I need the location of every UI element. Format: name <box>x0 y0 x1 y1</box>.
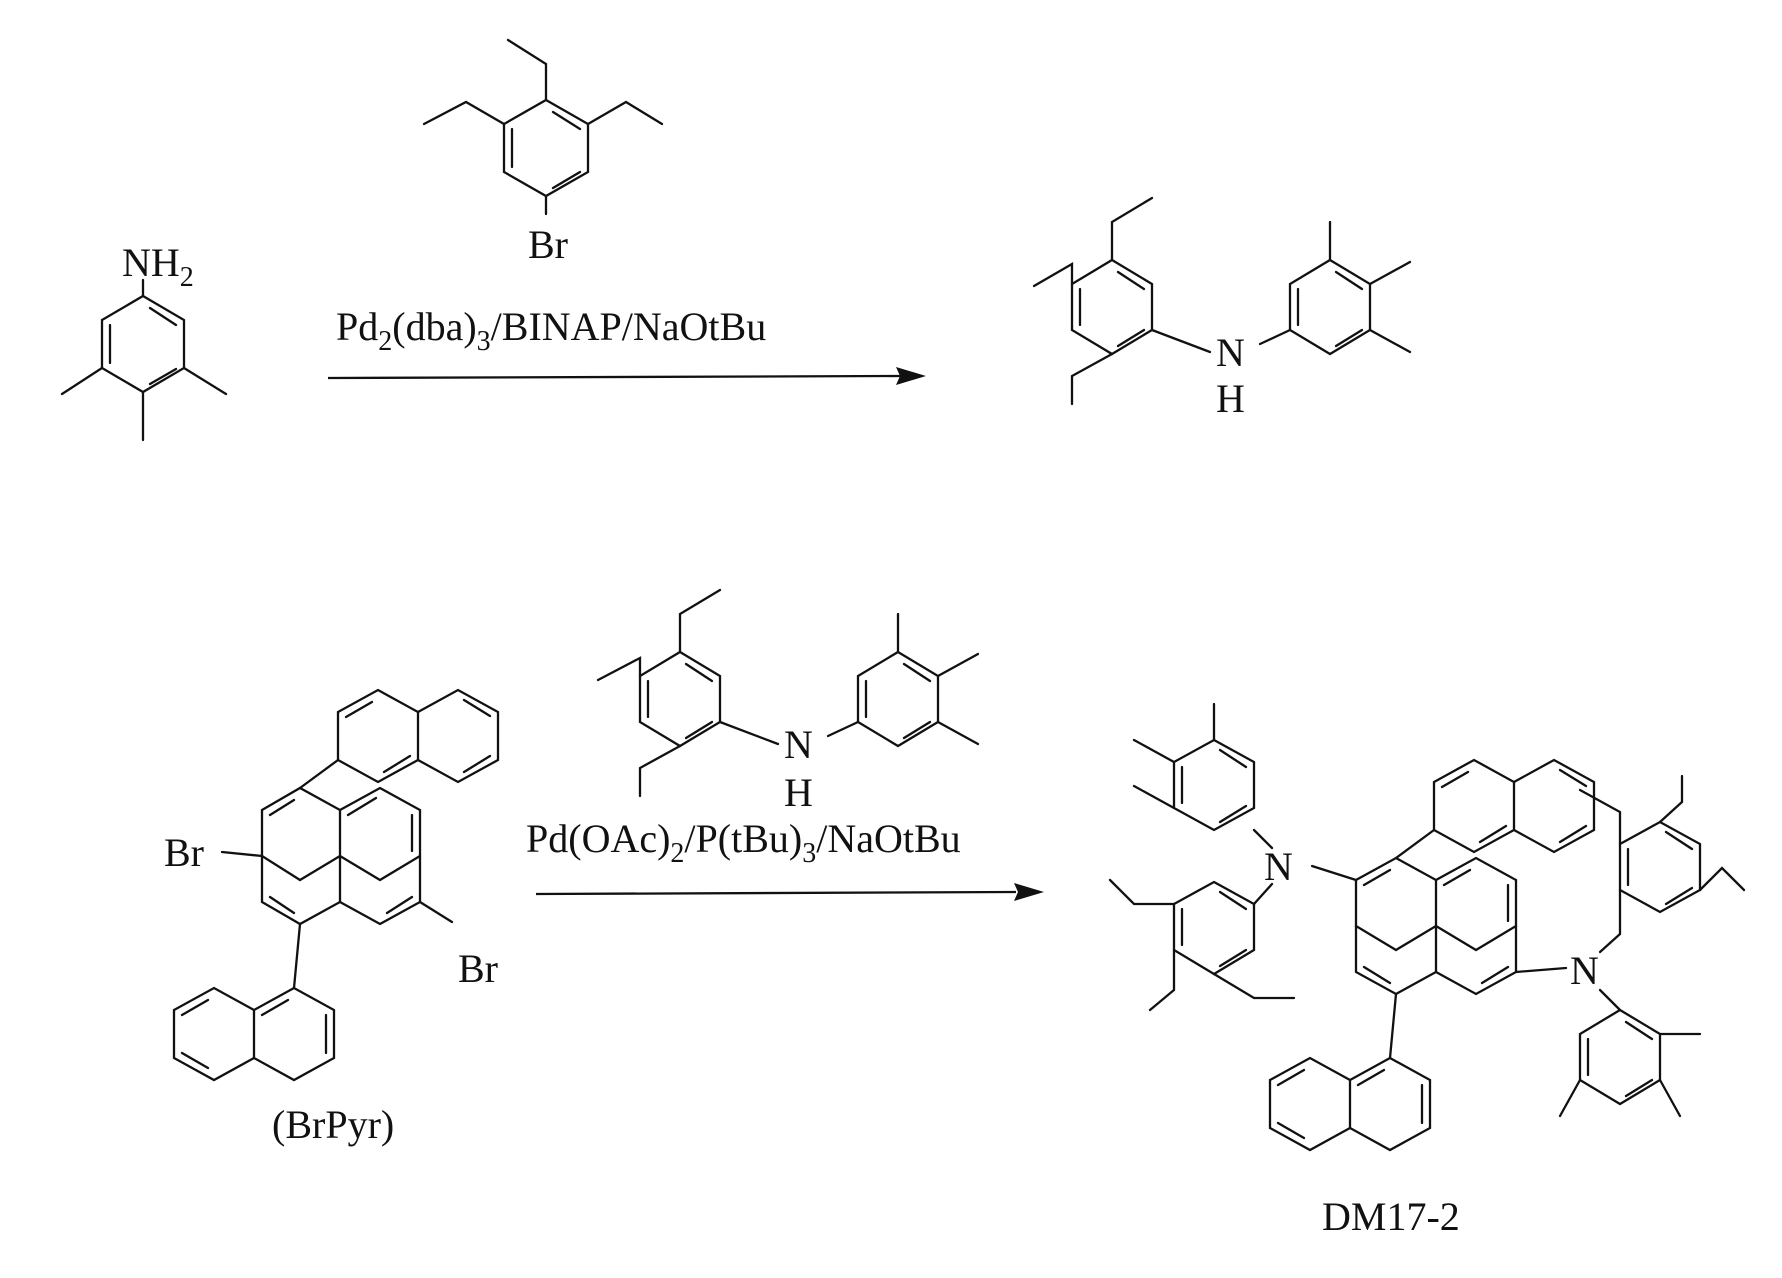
reaction-arrow-2 <box>536 883 1044 901</box>
bromine-label: Br <box>528 222 568 267</box>
dm17-2-compound-label: DM17-2 <box>1322 1194 1460 1239</box>
product-n-label-2: N <box>1570 948 1599 993</box>
product-diarylamine: N H <box>1034 198 1410 421</box>
reaction-arrow-1 <box>328 367 926 385</box>
product-dm17-2: N N DM17-2 <box>1110 704 1744 1239</box>
amine-n-label: N <box>1216 330 1245 375</box>
starting-material-brpyr: Br Br (BrPyr) <box>164 690 498 1147</box>
product-n-label-1: N <box>1264 844 1293 889</box>
bromine-label-2: Br <box>458 946 498 991</box>
reagent-h-label: H <box>784 770 813 815</box>
reactant-trimethylaniline: NH2 <box>62 240 226 440</box>
amine-h-label: H <box>1216 376 1245 421</box>
amine-label: NH2 <box>122 240 194 293</box>
brpyr-compound-label: (BrPyr) <box>272 1102 394 1147</box>
reagent-n-label: N <box>784 722 813 767</box>
reagent-diarylamine: N H <box>598 590 978 815</box>
conditions-2: Pd(OAc)2/P(tBu)3/NaOtBu <box>526 816 961 869</box>
reagent-bromo-triethylbenzene: Br <box>424 40 662 267</box>
bromine-label-1: Br <box>164 830 204 875</box>
conditions-1: Pd2(dba)3/BINAP/NaOtBu <box>336 304 766 357</box>
